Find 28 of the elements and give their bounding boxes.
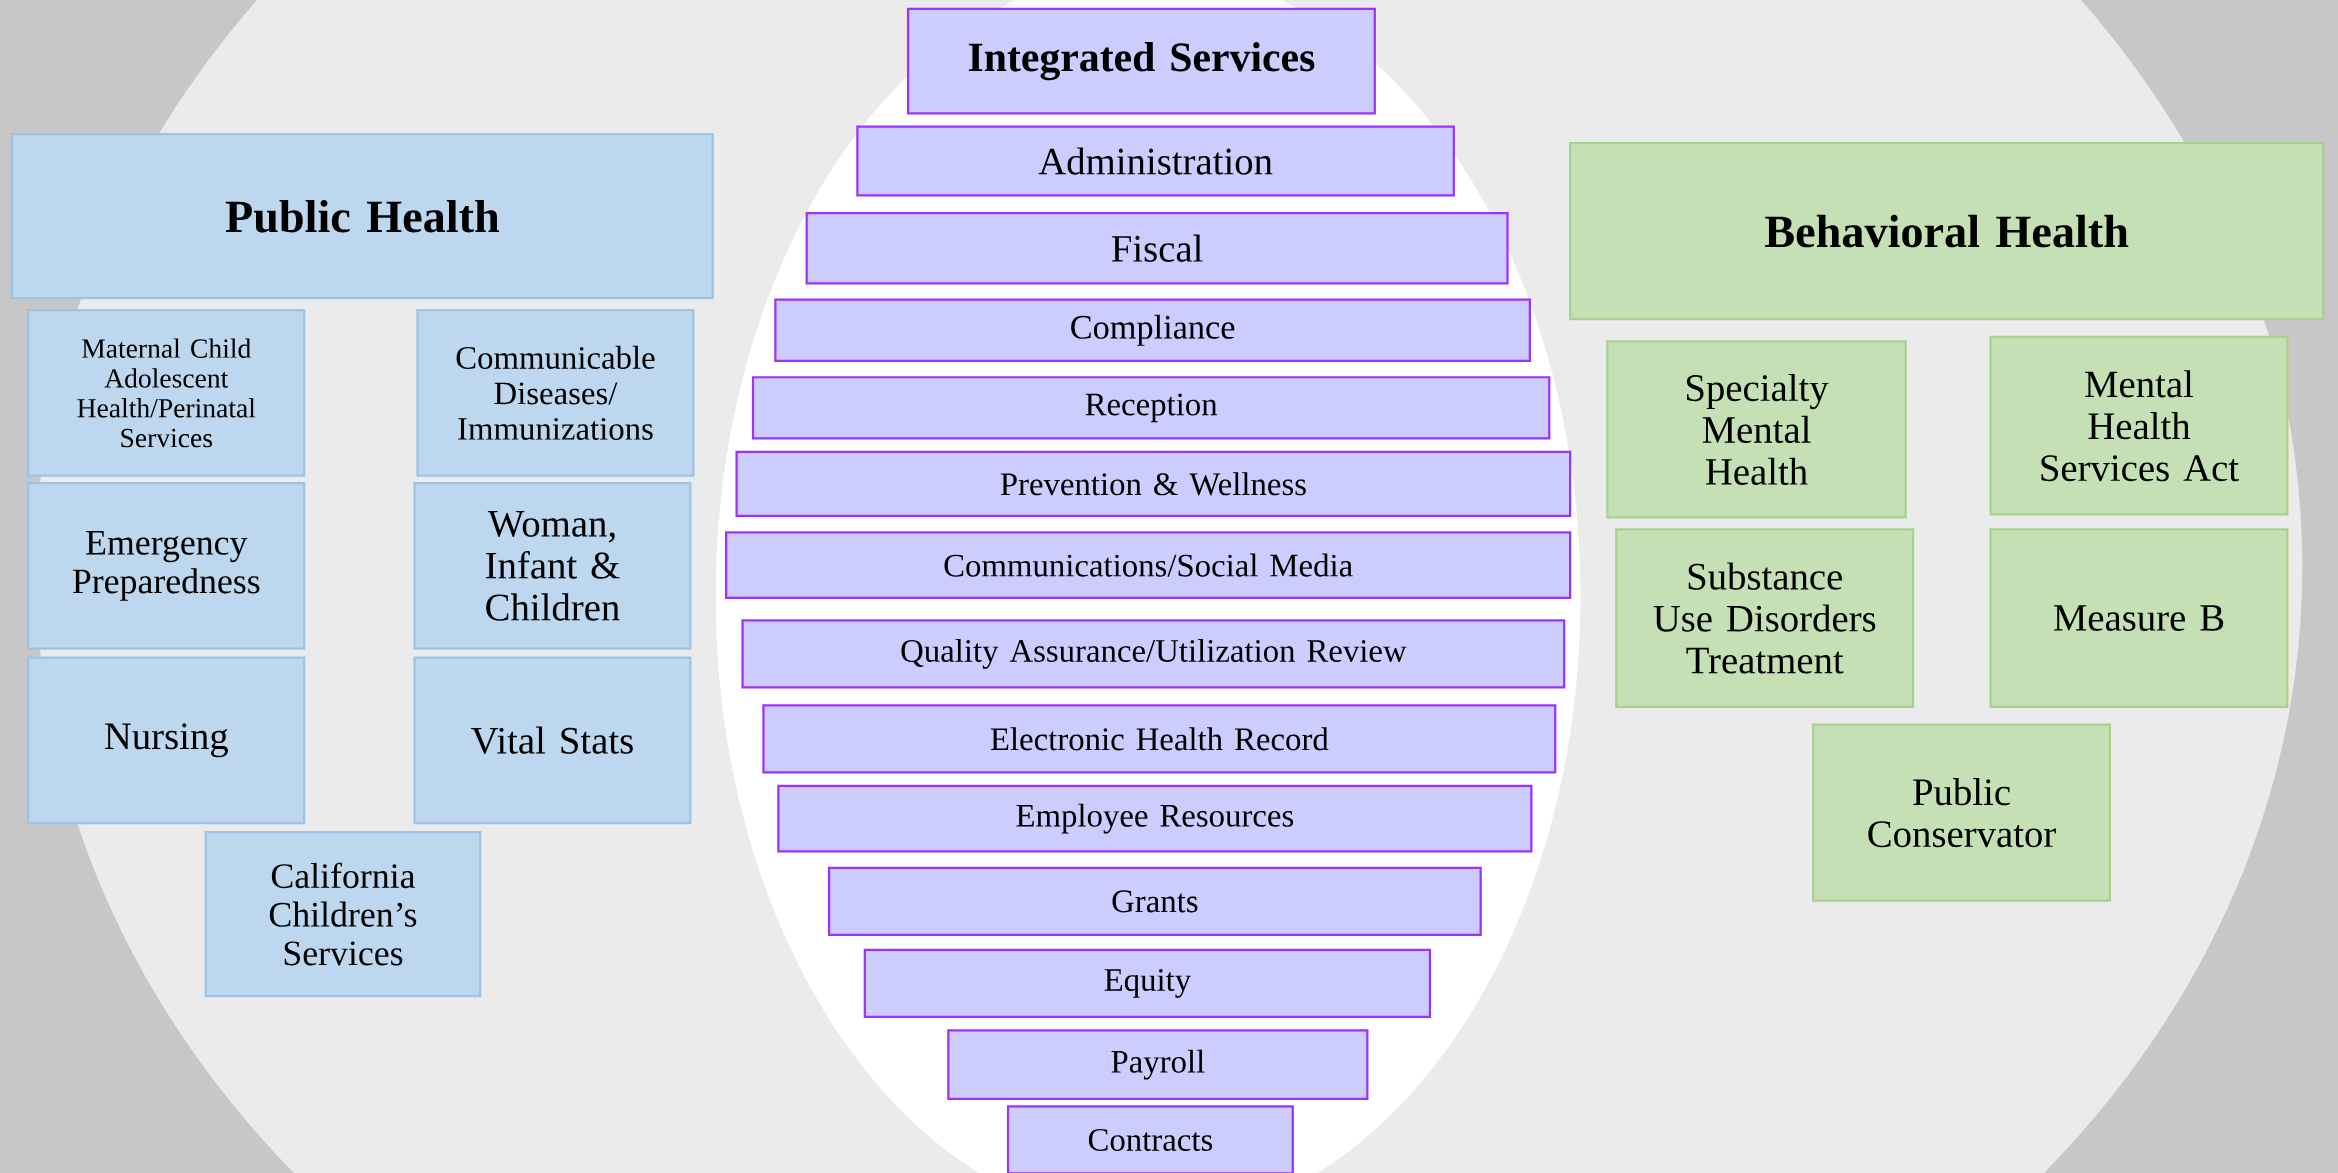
- heading-box: Public Health: [10, 132, 714, 300]
- service-bar: Prevention & Wellness: [735, 450, 1572, 517]
- service-box: Vital Stats: [413, 656, 692, 824]
- service-bar: Reception: [751, 375, 1551, 440]
- service-bar: Equity: [863, 948, 1432, 1018]
- service-box: Communicable Diseases/ Immunizations: [416, 308, 695, 477]
- heading-box: Integrated Services: [906, 7, 1376, 115]
- service-box: California Children’s Services: [204, 830, 482, 997]
- service-bar: Quality Assurance/Utilization Review: [741, 618, 1566, 689]
- service-box: Measure B: [1989, 528, 2289, 708]
- service-box: Specialty Mental Health: [1606, 340, 1907, 519]
- service-box: Nursing: [27, 656, 306, 824]
- service-bar: Employee Resources: [777, 784, 1533, 853]
- service-box: Woman, Infant & Children: [413, 481, 692, 650]
- service-box: Public Conservator: [1812, 723, 2111, 902]
- service-bar: Fiscal: [805, 211, 1509, 285]
- service-bar: Compliance: [774, 298, 1531, 362]
- service-box: Substance Use Disorders Treatment: [1615, 528, 1915, 708]
- service-bar: Contracts: [1006, 1105, 1294, 1173]
- service-bar: Administration: [856, 125, 1455, 197]
- service-bar: Electronic Health Record: [762, 703, 1557, 774]
- service-bar: Grants: [827, 866, 1482, 936]
- service-box: Maternal Child Adolescent Health/Perinatal Services: [27, 308, 306, 477]
- service-box: Mental Health Services Act: [1989, 335, 2289, 516]
- heading-box: Behavioral Health: [1569, 141, 2325, 320]
- service-box: Emergency Preparedness: [27, 481, 306, 650]
- service-bar: Communications/Social Media: [725, 530, 1572, 599]
- service-bar: Payroll: [947, 1029, 1369, 1100]
